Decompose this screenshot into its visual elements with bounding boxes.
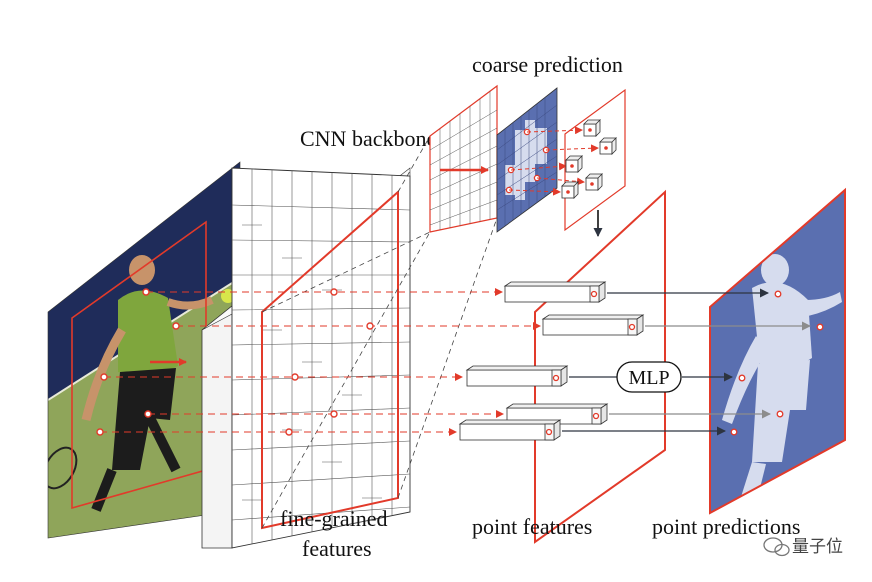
mlp-node: MLP	[616, 361, 682, 393]
feature-sampling-lines	[100, 288, 541, 436]
wechat-icon	[763, 537, 790, 557]
point-features-label: point features	[472, 514, 592, 539]
point-features-plane: point features	[458, 189, 666, 544]
point-predictions-label: point predictions	[652, 514, 800, 539]
watermark: 量子位	[763, 537, 843, 557]
coarse-feature-grid	[429, 84, 498, 233]
watermark-text: 量子位	[792, 537, 843, 557]
cnn-backbone-label: CNN backbone	[300, 126, 436, 151]
coarse-mask-prediction	[496, 87, 558, 233]
feature-vectors	[458, 281, 645, 441]
cnn-backbone-block: CNN backbone	[201, 126, 436, 549]
fine-grained-label-line1: fine-grained	[280, 506, 388, 531]
fine-grained-label-line2: features	[302, 536, 372, 561]
mlp-label: MLP	[628, 367, 669, 389]
coarse-sample-plane: coarse prediction	[472, 52, 626, 237]
projection-lines	[261, 135, 498, 529]
point-predictions-plane: point predictions	[652, 187, 846, 539]
sample-points	[96, 288, 374, 436]
output-arrows	[562, 288, 811, 436]
coarse-prediction-label: coarse prediction	[472, 52, 623, 77]
sampled-point-cubes	[561, 119, 617, 199]
